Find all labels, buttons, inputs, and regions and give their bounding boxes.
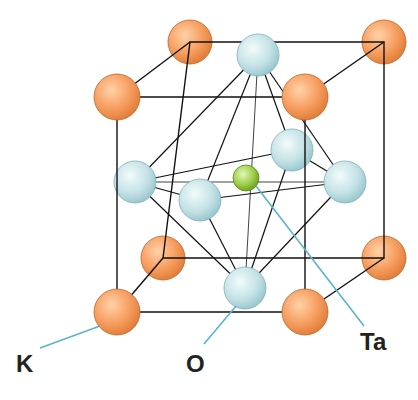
oxygen-atom: [271, 129, 313, 171]
cube-edges: [117, 42, 384, 312]
element-label: K: [16, 352, 33, 376]
back-k-atoms: [141, 20, 406, 280]
octahedron-edges: [135, 55, 345, 288]
oxygen-atoms: [114, 34, 366, 309]
tantalum-atom: [233, 165, 259, 191]
element-label: Ta: [360, 330, 386, 354]
element-label: O: [186, 352, 205, 376]
leader-lines: [40, 186, 364, 348]
front-k-atoms: [94, 74, 328, 335]
front-face-edges: [117, 97, 305, 312]
octahedron-back-edges: [135, 55, 345, 288]
